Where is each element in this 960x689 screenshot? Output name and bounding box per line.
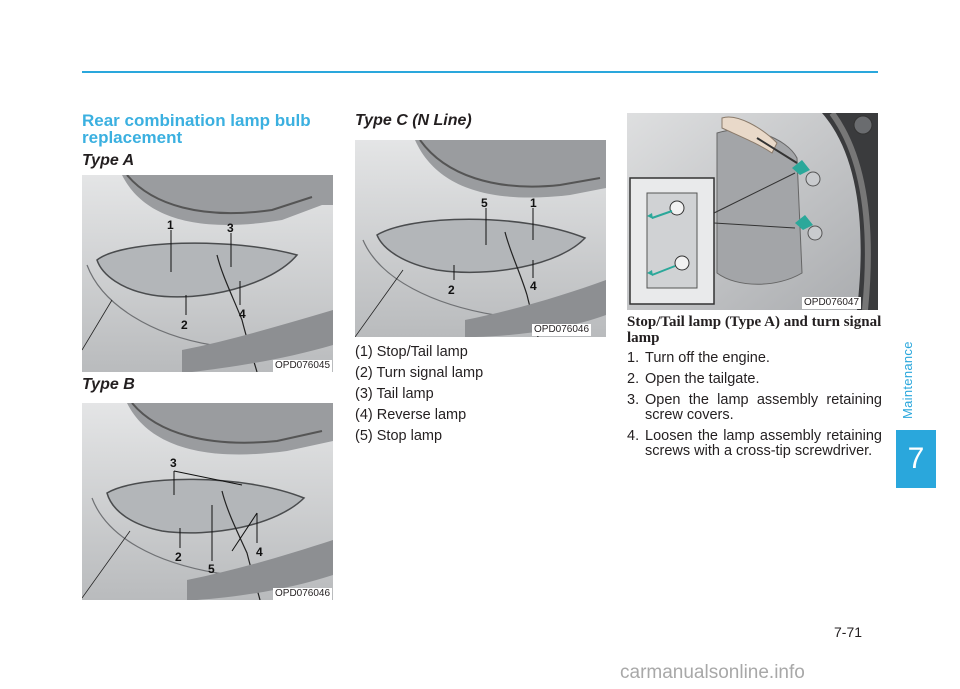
type-b-callout-5: 5 (208, 562, 215, 576)
screw-figure (627, 113, 878, 310)
procedure-steps: 1. Turn off the engine. 2. Open the tailga… (627, 351, 882, 465)
screw-figure-code: OPD076047 (802, 297, 862, 309)
type-b-title: Type B (82, 376, 135, 393)
step-number: 3. (627, 392, 640, 408)
chapter-tab: 7 (896, 430, 936, 488)
step-number: 1. (627, 350, 640, 366)
type-c-callout-5: 5 (481, 196, 488, 210)
procedure-step: 2. Open the tailgate. (627, 372, 882, 387)
type-c-callout-2: 2 (448, 283, 455, 297)
type-a-figure: 1 3 2 4 (82, 175, 333, 372)
step-text: Loosen the lamp assembly retaining screw… (645, 428, 882, 459)
procedure-step: 3. Open the lamp assembly retaining screw… (627, 393, 882, 423)
type-c-callout-4: 4 (530, 279, 537, 293)
legend-item: (1) Stop/Tail lamp (355, 344, 468, 360)
type-c-title: Type C (N Line) (355, 112, 472, 129)
section-heading: Rear combination lamp bulb replacement (82, 111, 311, 147)
legend-item: (4) Reverse lamp (355, 407, 467, 423)
bulb-legend: (1) Stop/Tail lamp (2) Turn signal lamp … (355, 342, 605, 447)
step-text: Turn off the engine. (645, 350, 770, 366)
type-a-callout-3: 3 (227, 221, 234, 235)
top-rule (82, 71, 878, 73)
legend-item: (5) Stop lamp (355, 428, 443, 444)
chapter-label: Maintenance (900, 341, 915, 419)
watermark: carmanualsonline.info (620, 662, 805, 683)
step-number: 2. (627, 371, 640, 387)
type-c-code: OPD076046 (532, 324, 592, 336)
step-text: Open the lamp assembly retaining screw c… (645, 392, 882, 423)
type-a-title: Type A (82, 152, 135, 169)
type-b-code: OPD076046 (273, 588, 333, 600)
type-b-callout-3: 3 (170, 456, 177, 470)
type-a-callout-2: 2 (181, 318, 188, 332)
type-c-figure: 5 1 2 4 (355, 140, 606, 337)
page-number: 7-71 (834, 624, 863, 640)
step-number: 4. (627, 428, 640, 444)
type-b-figure: 3 2 5 4 (82, 403, 333, 600)
type-a-code: OPD076045 (273, 360, 333, 372)
procedure-step: 1. Turn off the engine. (627, 351, 882, 366)
type-c-callout-1: 1 (530, 196, 537, 210)
step-text: Open the tailgate. (645, 371, 760, 387)
legend-item: (3) Tail lamp (355, 386, 434, 402)
type-b-callout-4: 4 (256, 545, 263, 559)
procedure-step: 4. Loosen the lamp assembly retaining scr… (627, 429, 882, 459)
procedure-title: Stop/Tail lamp (Type A) and turn signal … (627, 314, 882, 346)
type-a-callout-1: 1 (167, 218, 174, 232)
type-b-callout-2: 2 (175, 550, 182, 564)
legend-item: (2) Turn signal lamp (355, 365, 484, 381)
type-a-callout-4: 4 (239, 307, 246, 321)
